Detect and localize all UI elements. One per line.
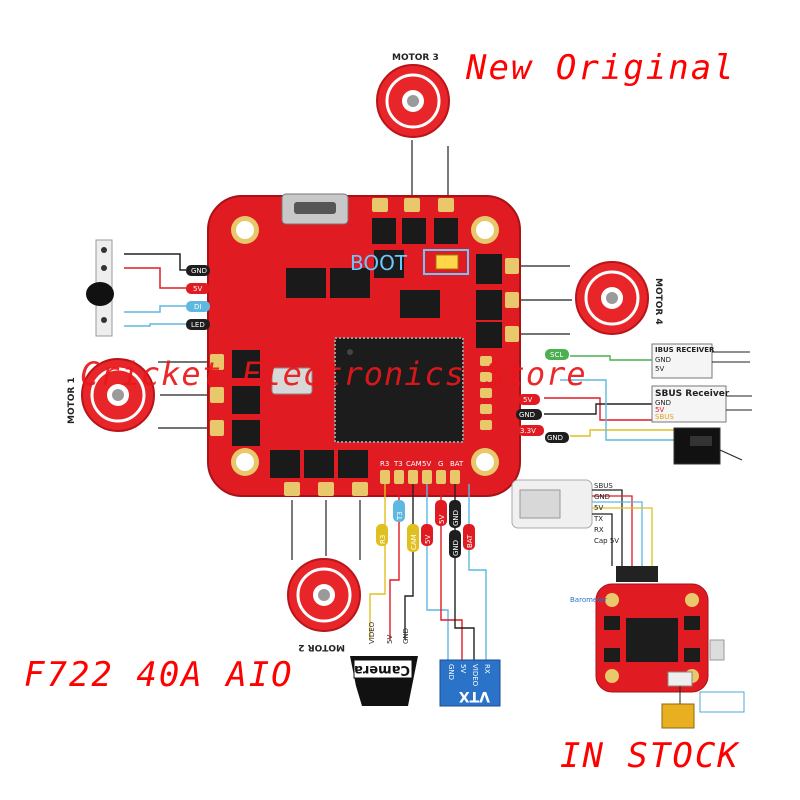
mosfets	[232, 218, 502, 478]
pin-t3: T3	[393, 460, 403, 468]
bottom-pad-row	[380, 470, 460, 484]
pad-tag-scl: SCL	[550, 351, 563, 359]
wire-tag-r3: R3	[379, 535, 387, 544]
gps-wires	[592, 489, 653, 566]
motor-4-wires	[520, 265, 572, 335]
led-tag-di: DI	[194, 303, 201, 311]
sbus-title: SBUS Receiver	[655, 389, 730, 399]
camera-pin-video: VIDEO	[368, 621, 376, 644]
motor-1-label: MOTOR 1	[67, 377, 77, 424]
pin-cam: CAM	[406, 460, 422, 468]
sbus-pin-gnd: GND	[655, 399, 671, 407]
motor-4: MOTOR 4	[575, 261, 663, 335]
boot-button	[435, 254, 459, 270]
gps-pin-5v: 5V	[594, 504, 603, 512]
camera-pins: VIDEO 5V GND	[368, 621, 410, 644]
ibus-pin-5v: 5V	[655, 365, 664, 373]
vtx-label: VTX	[459, 688, 490, 704]
model-text: F722 40A AIO	[24, 655, 294, 695]
bottom-wires	[369, 484, 487, 660]
camera-pin-5v: 5V	[386, 635, 394, 644]
barometer-label: Barometer	[570, 596, 607, 604]
led-wires	[124, 253, 186, 327]
receiver-wires	[544, 355, 674, 441]
pad-tag-gnd: GND	[519, 411, 535, 419]
motor-3-pads	[372, 198, 454, 212]
motor-3-wires	[411, 140, 449, 198]
pin-r3: R3	[380, 460, 389, 468]
wire-tag-t3: T3	[396, 511, 404, 521]
boot-button-frame	[423, 249, 469, 275]
vtx-pin-video: VIDEO	[471, 664, 479, 687]
wire-tag-gnd: GND	[452, 510, 460, 526]
camera-pin-gnd: GND	[402, 628, 410, 644]
new-original-text: New Original	[466, 48, 736, 88]
right-side-pads	[480, 356, 492, 430]
pad-tag-gnd-2: GND	[547, 434, 563, 442]
motor-1-wires	[158, 361, 210, 429]
gps-pin-cap5v: Cap 5V	[594, 537, 619, 545]
led-strip: GND 5V DI LED	[86, 239, 210, 337]
gps-pin-rx: RX	[594, 526, 604, 534]
vtx: GND 5V VIDEO RX VTX	[439, 659, 501, 707]
motor-2-wires	[291, 500, 361, 560]
motor-2-pads	[284, 482, 368, 496]
motor-3-label: MOTOR 3	[392, 53, 439, 63]
mounting-holes	[231, 216, 499, 476]
in-stock-text: IN STOCK	[560, 736, 740, 776]
led-tags: GND 5V DI LED	[186, 265, 210, 330]
camera: VIDEO 5V GND Camera	[350, 621, 418, 706]
store-watermark: Cricket Electronics Store	[80, 355, 587, 393]
motor-4-label: MOTOR 4	[653, 278, 663, 325]
motor-1: MOTOR 1	[67, 358, 155, 432]
wire-tag-5v-b: 5V	[438, 515, 446, 524]
ibus-title: IBUS RECEIVER	[655, 346, 715, 354]
camera-label: Camera	[354, 662, 410, 677]
led-tag-led: LED	[191, 321, 205, 329]
motor-2-label: MOTOR 2	[298, 642, 345, 652]
buzzer	[86, 282, 114, 306]
right-pad-tags: SCL 5V GND 3.3V GND	[516, 349, 569, 443]
pad-tag-5v: 5V	[523, 396, 532, 404]
wire-tag-cam: CAM	[410, 534, 418, 550]
gps-pin-gnd: GND	[594, 493, 610, 501]
motor-4-pads	[505, 258, 519, 342]
led-tag-gnd: GND	[191, 267, 207, 275]
crystal	[271, 367, 313, 395]
mcu-chip	[334, 337, 464, 443]
wire-tag-gnd-b: GND	[452, 540, 460, 556]
gps-tags: SBUS GND 5V TX RX Cap 5V	[593, 482, 619, 545]
pad-tag-3v3: 3.3V	[520, 427, 536, 435]
wire-tag-bat: BAT	[466, 534, 474, 548]
pin-5v: 5V	[422, 460, 431, 468]
sbus-pin-5v: 5V	[655, 406, 664, 414]
motor-2: MOTOR 2	[287, 558, 361, 652]
crsf-receiver	[673, 427, 743, 465]
bottom-pad-labels: R3 T3 CAM 5V G BAT	[380, 460, 464, 468]
ibus-pin-gnd: GND	[655, 356, 671, 364]
sbus-receiver: SBUS Receiver GND 5V SBUS	[651, 385, 752, 423]
gps-pin-tx: TX	[593, 515, 603, 523]
pin-g: G	[438, 460, 443, 468]
vtx-pins: GND 5V VIDEO RX	[447, 664, 491, 687]
motor-1-pads	[210, 354, 224, 436]
wire-tag-5v: 5V	[424, 535, 432, 544]
vtx-pin-5v: 5V	[459, 664, 467, 673]
flight-controller-board: BOOT R3 T3 CAM 5V G BAT	[207, 193, 521, 497]
ibus-receiver: IBUS RECEIVER GND 5V	[651, 343, 750, 379]
led-tag-5v: 5V	[193, 285, 202, 293]
bottom-wire-tags: R3 T3 CAM 5V 5V GND GND BAT	[376, 500, 475, 558]
gps-pin-sbus: SBUS	[594, 482, 613, 490]
xt-connector	[661, 703, 695, 729]
pin-bat: BAT	[450, 460, 464, 468]
motor-3: MOTOR 3	[376, 53, 450, 138]
sbus-pin-sbus: SBUS	[655, 413, 674, 421]
secondary-board: SBUS GND 5V TX RX Cap 5V Barometer	[511, 479, 745, 729]
vtx-pin-gnd: GND	[447, 664, 455, 680]
vtx-pin-rx: RX	[483, 664, 491, 674]
boot-label: BOOT	[350, 251, 408, 275]
